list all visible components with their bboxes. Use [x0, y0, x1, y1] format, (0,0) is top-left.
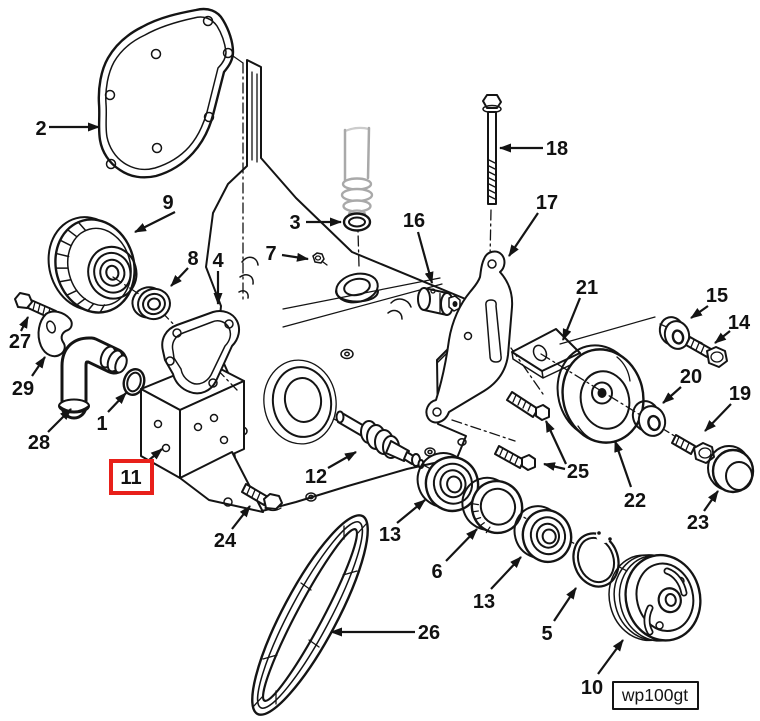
part-o-ring-3: [342, 212, 372, 232]
callout-23-arrow: [703, 490, 719, 512]
highlight-box: [109, 459, 154, 495]
caption-text: wp100gt: [621, 685, 688, 705]
part-elbow-pipe: [58, 336, 128, 420]
callout-10[interactable]: 10: [581, 677, 603, 699]
callout-28-arrow: [47, 408, 72, 433]
part-seal-6: [461, 476, 524, 535]
callout-27[interactable]: 27: [9, 331, 31, 353]
callout-13[interactable]: 13: [379, 524, 401, 546]
callout-13[interactable]: 13: [473, 591, 495, 613]
part-washer-15: [658, 316, 691, 350]
callout-5-arrow: [553, 587, 577, 622]
part-shaft-12: [335, 410, 425, 469]
part-bolt-19: [671, 434, 715, 464]
bracket-washer-align-line: [559, 316, 656, 345]
callout-16[interactable]: 16: [403, 210, 425, 232]
callout-7-arrow: [281, 252, 309, 262]
callout-24[interactable]: 24: [214, 530, 237, 552]
callout-6-arrow: [445, 528, 478, 562]
part-bolt-14: [685, 336, 728, 368]
part-support-bracket-17: [425, 250, 514, 424]
callout-2[interactable]: 2: [35, 118, 46, 140]
callout-12[interactable]: 12: [305, 466, 327, 488]
callout-8-arrow: [170, 267, 189, 287]
callout-21[interactable]: 21: [576, 277, 598, 299]
callout-26[interactable]: 26: [418, 622, 440, 644]
callout-22-arrow: [613, 440, 633, 488]
callout-13-arrow: [490, 556, 522, 590]
callout-5[interactable]: 5: [541, 623, 552, 645]
callout-20[interactable]: 20: [680, 366, 702, 388]
part-bearing-13a: [416, 452, 480, 513]
callout-17-arrow: [508, 212, 539, 257]
callout-16-arrow: [416, 231, 434, 284]
callout-8[interactable]: 8: [187, 248, 198, 270]
part-v-belt-26: [251, 514, 369, 716]
part-gasket-4: [161, 310, 241, 395]
part-clamp-bracket-29: [37, 310, 73, 358]
callout-12-arrow: [327, 451, 357, 469]
callout-29-arrow: [31, 356, 46, 377]
callout-23[interactable]: 23: [687, 512, 709, 534]
callout-1-arrow: [107, 392, 127, 413]
callout-19[interactable]: 19: [729, 383, 751, 405]
callout-1[interactable]: 1: [96, 413, 107, 435]
callout-19-arrow: [704, 403, 732, 432]
part-cover-gasket: [97, 7, 244, 179]
callout-25-arrow: [545, 420, 567, 465]
callout-3[interactable]: 3: [289, 212, 300, 234]
hose-stub: [340, 126, 374, 219]
part-bolts-25: [494, 391, 550, 471]
part-seal-8: [131, 286, 171, 321]
callout-20-arrow: [662, 386, 682, 404]
part-plug-7: [312, 252, 328, 266]
caption-box: wp100gt: [612, 681, 699, 710]
callout-11[interactable]: 11: [120, 467, 141, 489]
bolt25-centerline-b: [451, 419, 516, 442]
part-bolt-24: [241, 483, 283, 512]
callout-29[interactable]: 29: [12, 378, 34, 400]
part-pump-housing: [193, 59, 482, 512]
callout-14-arrow: [714, 330, 731, 344]
callout-21-arrow: [561, 297, 582, 341]
part-cap-23: [707, 445, 755, 494]
part-pulley-22: [556, 344, 645, 444]
part-bearing-13b: [513, 505, 573, 564]
part-pulley-10: [608, 553, 702, 642]
callout-9-arrow: [134, 211, 176, 233]
callout-7[interactable]: 7: [265, 243, 276, 265]
callout-15-arrow: [690, 305, 709, 319]
callout-25[interactable]: 25: [567, 461, 589, 483]
callout-4[interactable]: 4: [212, 250, 224, 272]
part-retaining-ring-5: [572, 527, 620, 588]
callout-10-arrow: [597, 639, 624, 675]
callout-24-arrow: [231, 505, 251, 530]
callout-18[interactable]: 18: [546, 138, 568, 160]
callout-25-arrow: [543, 462, 566, 471]
part-washer-20: [631, 400, 667, 437]
callout-17[interactable]: 17: [536, 192, 558, 214]
caption-frame: [612, 681, 699, 710]
callout-14[interactable]: 14: [728, 312, 751, 334]
callout-6[interactable]: 6: [431, 561, 442, 583]
callout-13-arrow: [396, 499, 426, 524]
callout-15[interactable]: 15: [706, 285, 728, 307]
callout-27-arrow: [19, 316, 29, 332]
part-long-bolt-18: [482, 94, 502, 205]
callout-9[interactable]: 9: [162, 192, 173, 214]
part-o-ring-1: [122, 368, 146, 396]
callout-28[interactable]: 28: [28, 432, 50, 454]
part-impeller: [47, 216, 138, 314]
callout-22[interactable]: 22: [624, 490, 646, 512]
